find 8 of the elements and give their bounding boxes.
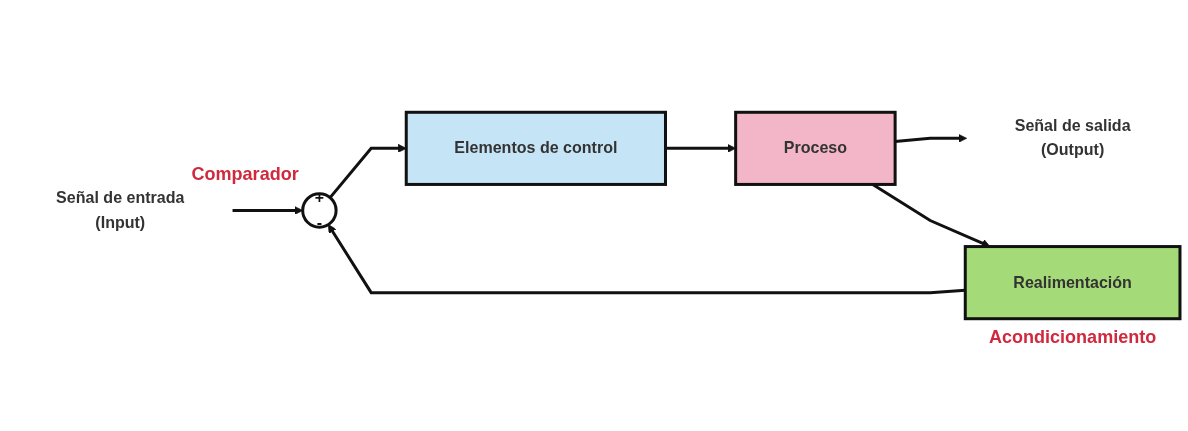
node-box: Proceso bbox=[734, 110, 897, 186]
node-box: Realimentación bbox=[963, 245, 1182, 321]
node-caption: Acondicionamiento bbox=[989, 326, 1157, 347]
node-box: Elementos de control bbox=[404, 110, 667, 186]
node-circle: + - bbox=[301, 192, 338, 229]
node-caption: Comparador bbox=[191, 164, 299, 185]
node-text: Señal de entrada (Input) bbox=[56, 189, 185, 231]
node-text: Señal de salida (Output) bbox=[1014, 117, 1131, 159]
